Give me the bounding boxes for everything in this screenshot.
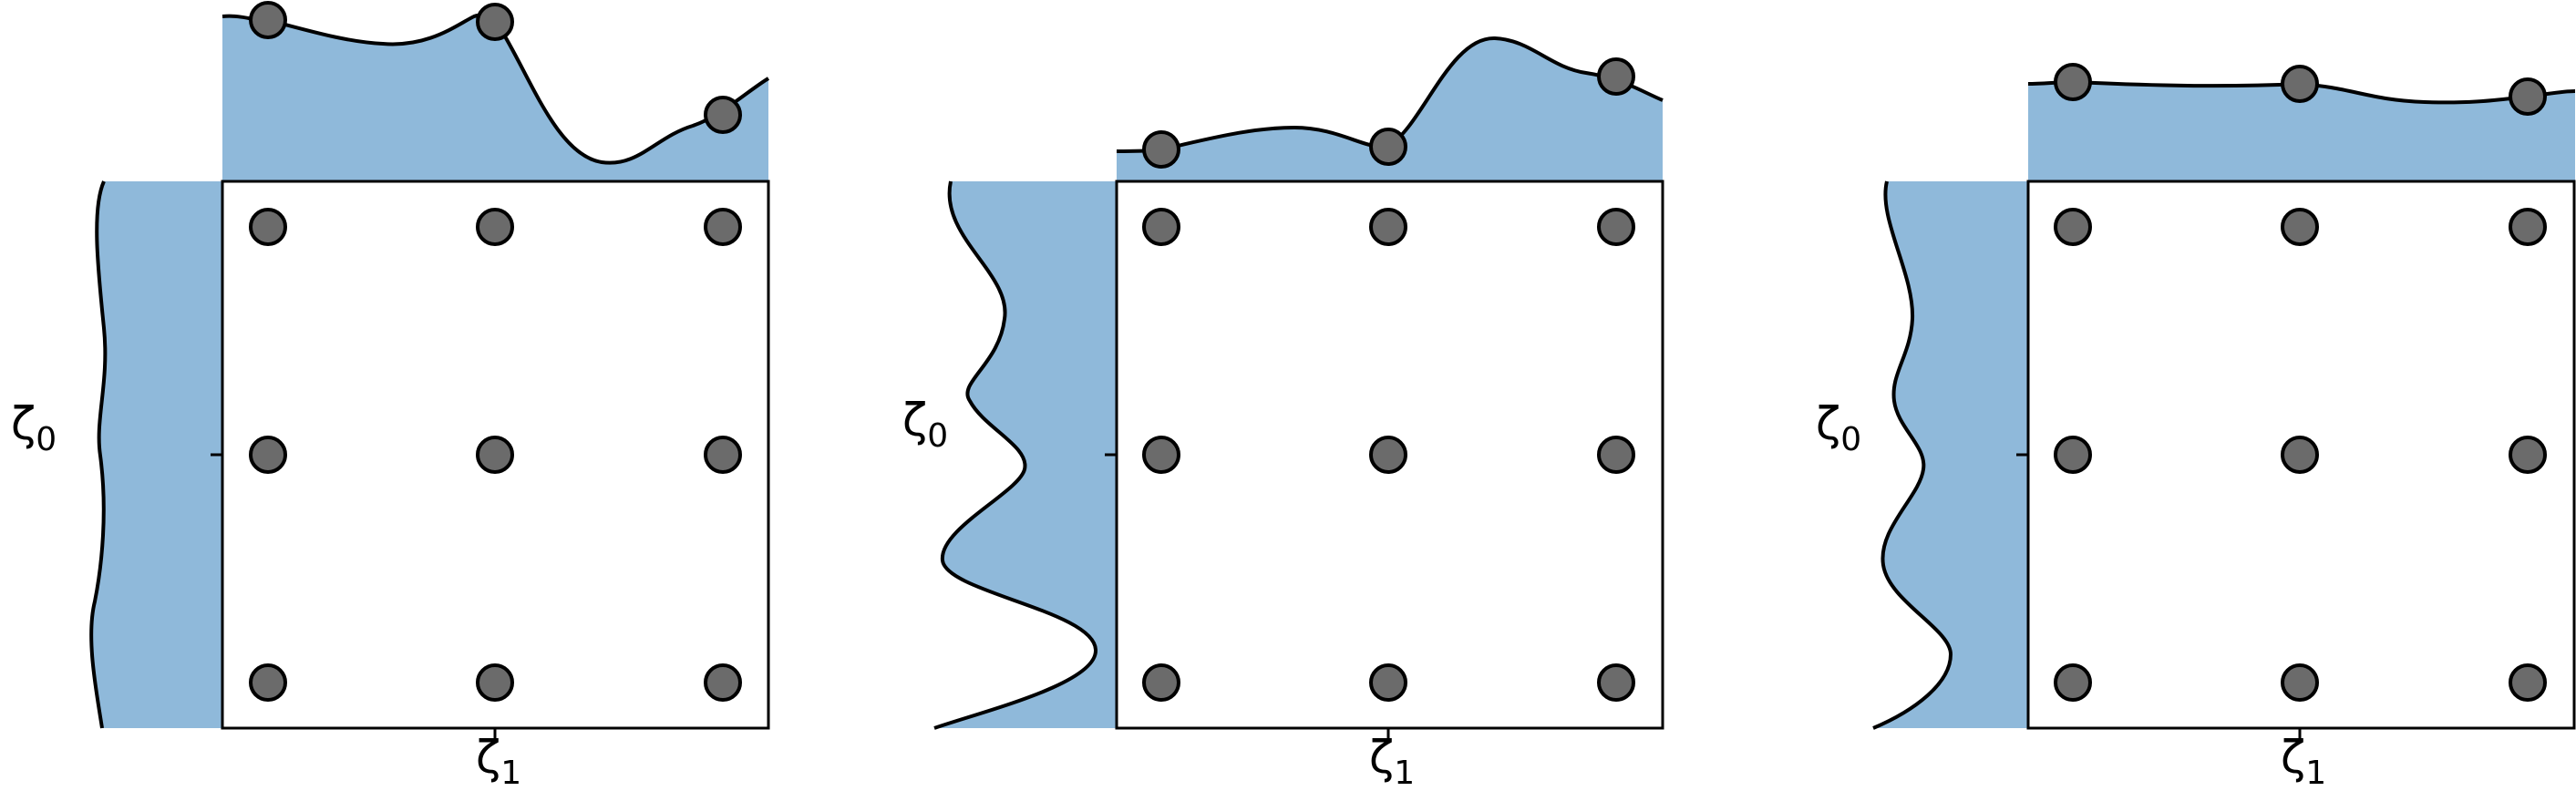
grid-point <box>1142 436 1180 474</box>
grid-point <box>476 663 514 702</box>
grid-point <box>249 208 287 246</box>
left-marginal-density <box>1873 181 2028 728</box>
marginal-points <box>2054 63 2547 116</box>
grid-point <box>2509 663 2547 702</box>
grid-point <box>1369 436 1407 474</box>
left-marginal-density <box>934 181 1117 728</box>
marginal-point <box>2509 77 2547 116</box>
marginal-point <box>2281 65 2319 103</box>
grid-point <box>2281 663 2319 702</box>
grid-point <box>1369 208 1407 246</box>
top-marginal-density <box>2028 82 2575 180</box>
grid-point <box>1369 663 1407 702</box>
marginal-point <box>1142 130 1180 169</box>
grid-point <box>1142 208 1180 246</box>
marginal-point <box>2054 63 2092 101</box>
marginal-point <box>704 96 742 134</box>
grid-point <box>2509 208 2547 246</box>
grid-point <box>249 663 287 702</box>
grid-point <box>2281 208 2319 246</box>
panel-1: ζ0 ζ1 <box>11 1 770 791</box>
grid-point <box>249 436 287 474</box>
grid-point <box>2054 436 2092 474</box>
left-marginal-density <box>91 181 222 728</box>
grid-point <box>2281 436 2319 474</box>
y-axis-label: ζ0 <box>1816 397 1861 458</box>
grid-point <box>704 663 742 702</box>
grid-point <box>704 208 742 246</box>
left-marginal-curve <box>933 180 1098 730</box>
marginal-point <box>249 1 287 39</box>
grid-points <box>2054 208 2547 702</box>
grid-point <box>476 208 514 246</box>
marginal-points <box>249 1 742 134</box>
y-axis-label: ζ0 <box>902 394 948 455</box>
top-marginal-density <box>1117 37 1663 181</box>
grid-point <box>2054 208 2092 246</box>
grid-point <box>1597 436 1635 474</box>
grid-point <box>476 436 514 474</box>
x-axis-label: ζ1 <box>1369 731 1415 791</box>
x-axis-label: ζ1 <box>476 731 521 791</box>
marginal-point <box>476 3 514 41</box>
grid-points <box>249 208 742 702</box>
panel-2: ζ0 ζ1 <box>902 36 1664 791</box>
grid-point <box>704 436 742 474</box>
panel-3: ζ0 ζ1 <box>1816 63 2576 791</box>
marginal-point <box>1369 128 1407 166</box>
top-marginal-density <box>222 15 768 181</box>
marginal-points <box>1142 57 1635 169</box>
grid-point <box>2054 663 2092 702</box>
grid-point <box>2509 436 2547 474</box>
x-axis-label: ζ1 <box>2281 731 2326 791</box>
marginal-point <box>1597 57 1635 96</box>
grid-points <box>1142 208 1635 702</box>
grid-point <box>1597 663 1635 702</box>
y-axis-label: ζ0 <box>11 397 57 458</box>
grid-point <box>1142 663 1180 702</box>
left-marginal-curve <box>1872 180 1953 730</box>
grid-point <box>1597 208 1635 246</box>
left-marginal-curve <box>89 180 108 729</box>
